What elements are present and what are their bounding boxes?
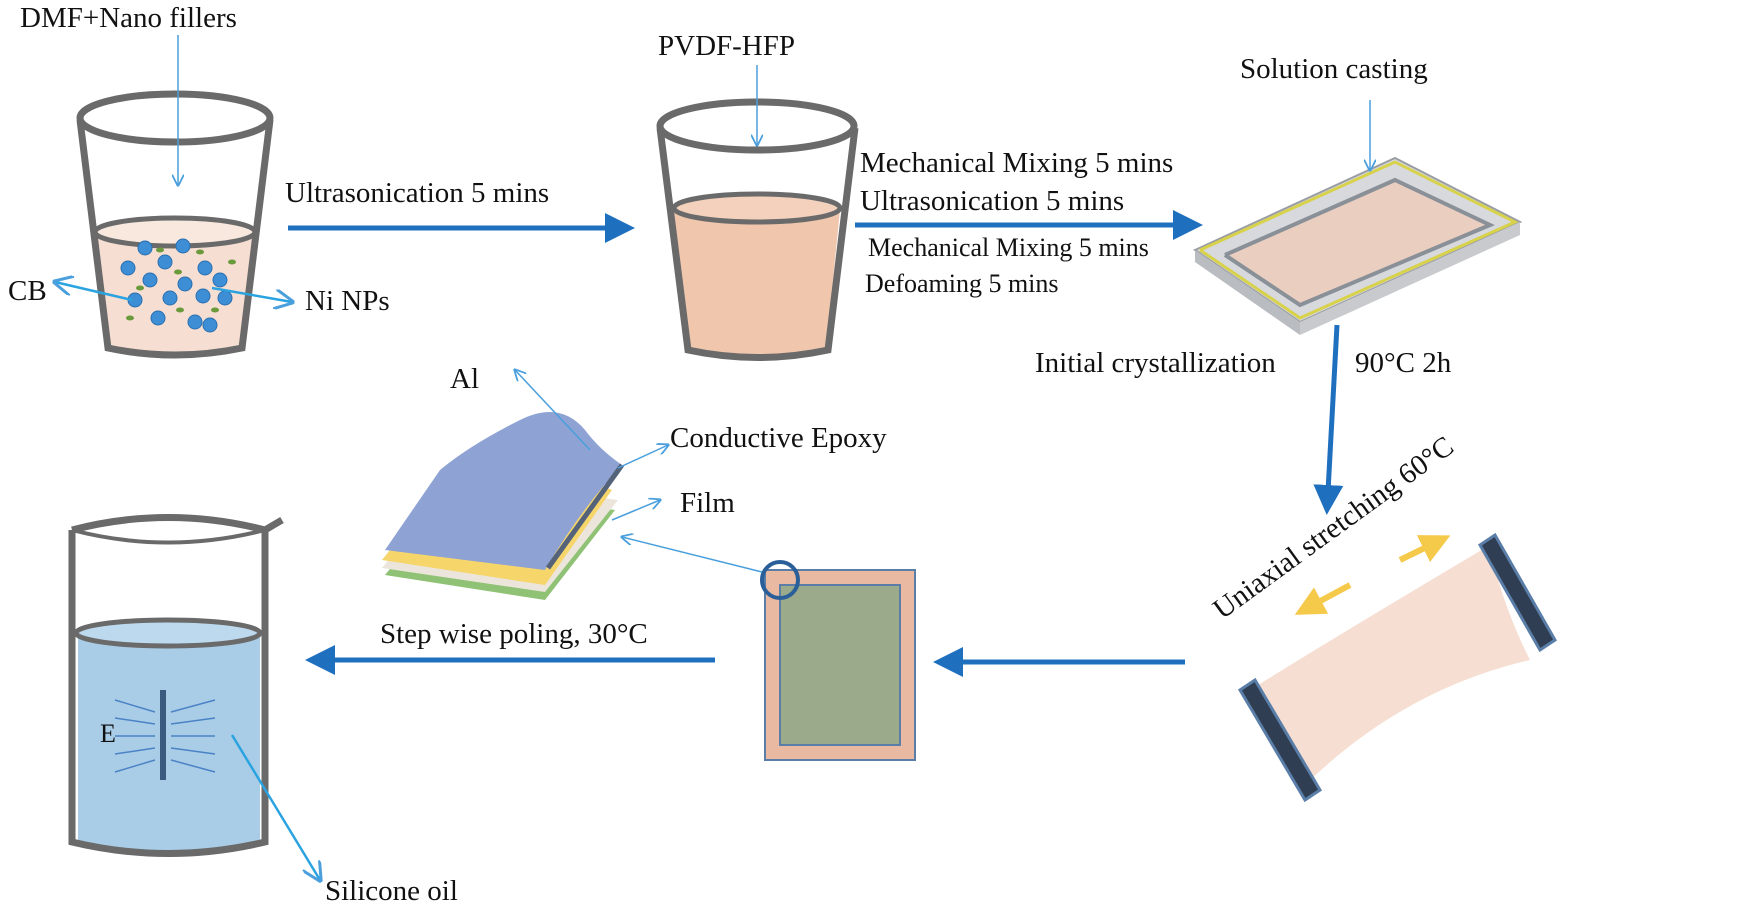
label-dmf: DMF+Nano fillers bbox=[20, 2, 237, 34]
beaker-nano-fillers bbox=[76, 90, 274, 359]
label-mixing-2: Mechanical Mixing 5 mins bbox=[868, 233, 1149, 262]
label-mixing-1: Mechanical Mixing 5 mins bbox=[860, 147, 1173, 179]
stretch-arrow-right bbox=[1398, 535, 1451, 563]
label-al: Al bbox=[450, 363, 479, 395]
zoom-arrow bbox=[622, 537, 763, 573]
label-e-field: E bbox=[100, 719, 116, 748]
epoxy-arrow bbox=[617, 445, 668, 469]
casting-tray bbox=[1192, 156, 1523, 335]
label-poling: Step wise poling, 30°C bbox=[380, 618, 648, 650]
label-crystallization: Initial crystallization bbox=[1035, 347, 1276, 379]
label-crystallization-condition: 90°C 2h bbox=[1355, 347, 1452, 379]
label-pvdf: PVDF-HFP bbox=[658, 30, 795, 62]
zoom-circle bbox=[760, 560, 800, 600]
film-sample bbox=[760, 560, 916, 761]
stretch-arrow-left bbox=[1294, 582, 1352, 615]
label-ni: Ni NPs bbox=[305, 285, 390, 317]
label-ultrasonication-2: Ultrasonication 5 mins bbox=[860, 185, 1124, 217]
film-arrow bbox=[611, 500, 660, 521]
electrode-layers bbox=[382, 412, 625, 600]
label-defoaming: Defoaming 5 mins bbox=[865, 269, 1059, 298]
label-silicone-oil: Silicone oil bbox=[325, 875, 458, 903]
poling-beaker bbox=[68, 514, 284, 857]
label-film: Film bbox=[680, 487, 735, 519]
ni-arrow bbox=[211, 286, 292, 302]
al-arrow bbox=[515, 370, 591, 451]
label-conductive-epoxy: Conductive Epoxy bbox=[670, 422, 887, 454]
oil-arrow bbox=[230, 734, 320, 880]
process-arrow-3 bbox=[1313, 324, 1344, 515]
label-ultrasonication-1: Ultrasonication 5 mins bbox=[285, 177, 549, 209]
cb-arrow bbox=[55, 282, 133, 302]
label-solution-casting: Solution casting bbox=[1240, 53, 1428, 85]
stretched-film bbox=[1237, 532, 1557, 803]
label-cb: CB bbox=[8, 275, 47, 307]
